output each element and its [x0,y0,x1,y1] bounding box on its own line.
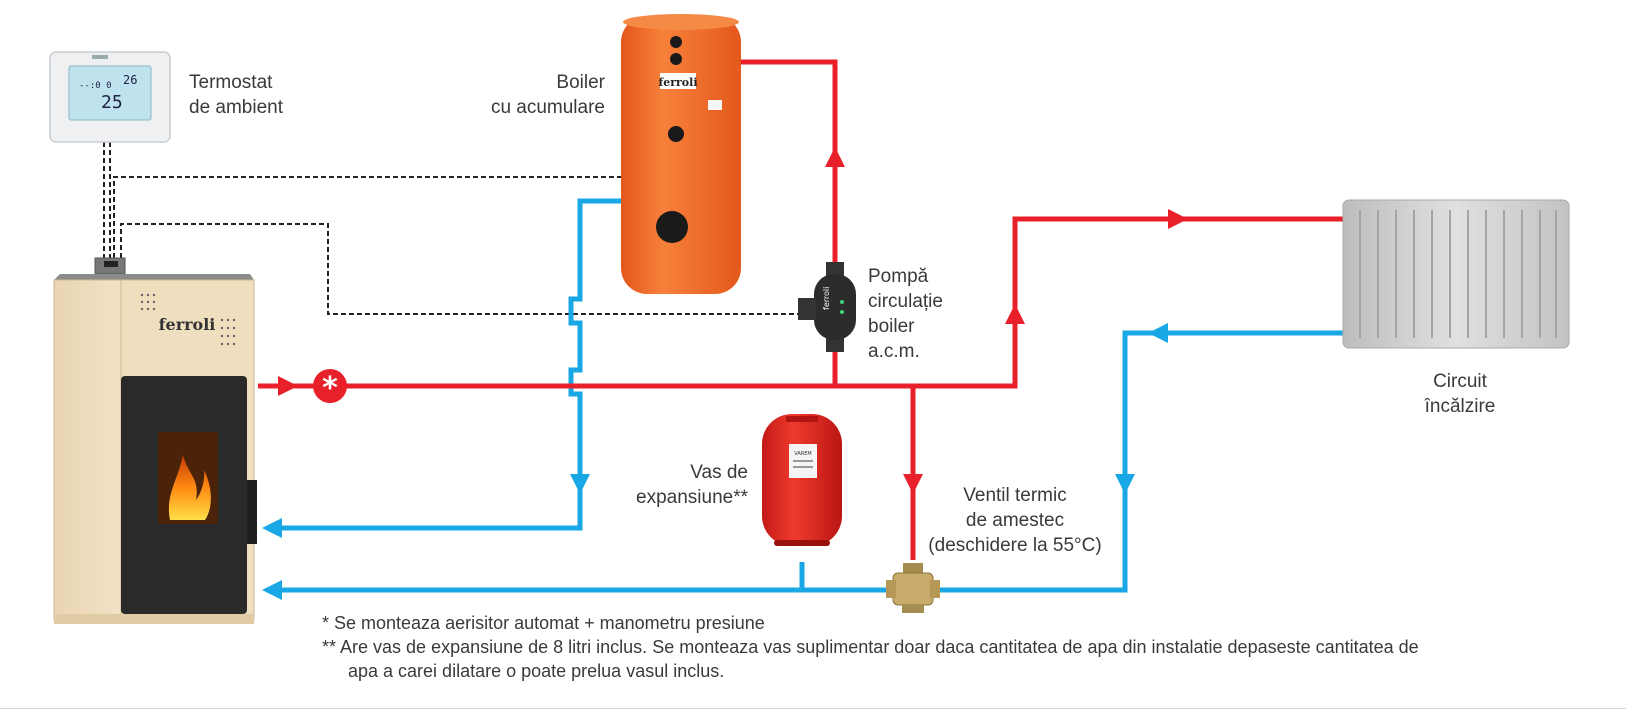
svg-text:ferroli: ferroli [822,287,831,310]
arrow-hot-right-radiator [1168,209,1188,229]
label-boiler: Boiler cu acumulare [440,70,605,120]
label-circuit-line2: încălzire [1424,396,1496,417]
footnotes: * Se monteaza aerisitor automat + manome… [322,611,1582,683]
wire-pump [120,223,800,315]
label-boiler-line2: cu acumulare [490,97,605,118]
pellet-stove: ferroli [53,257,257,624]
svg-text:--:0 0: --:0 0 [79,81,112,91]
label-pump-line2: circulație [868,291,943,312]
circulation-pump: ferroli [798,262,856,352]
flame-icon [168,455,211,520]
label-circuit: Circuit încălzire [1400,369,1520,419]
cold-pipes [266,198,1343,593]
footnote-2-cont: apa a carei dilatare o poate prelua vasu… [348,661,725,681]
svg-text:ferroli: ferroli [159,315,216,334]
label-pump-line1: Pompă [868,266,929,287]
radiator [1342,199,1570,349]
label-pump-line3: boiler [868,316,915,337]
boiler-tank: ferroli [621,14,741,294]
label-circuit-line1: Circuit [1433,371,1487,392]
footnote-2: ** Are vas de expansiune de 8 litri incl… [322,637,1419,657]
label-expansion: Vas de expansiune** [598,460,748,510]
mixing-valve [886,563,940,613]
label-expansion-line1: Vas de [690,462,748,483]
arrow-cold-down-1 [570,474,590,494]
label-thermostat-line1: Termostat [189,72,273,93]
control-wires [103,142,800,315]
label-thermostat-line2: de ambient [189,97,284,118]
label-valve: Ventil termic de amestec (deschidere la … [920,483,1110,558]
label-thermostat: Termostat de ambient [189,70,283,120]
air-vent-marker: * [313,369,347,406]
arrow-cold-left-radiator [1148,323,1168,343]
svg-text:ferroli: ferroli [658,76,697,89]
arrow-hot-right-stove [278,376,298,396]
label-valve-line3: (deschidere la 55°C) [928,535,1102,556]
arrow-hot-up-boiler [825,147,845,167]
expansion-tank: VAREM [762,414,842,546]
label-valve-line2: de amestec [965,510,1065,531]
arrow-hot-up-supply [1005,304,1025,324]
svg-text:VAREM: VAREM [794,451,811,457]
label-expansion-line2: expansiune** [636,487,748,508]
cold-pipe-radiator-return [266,330,1343,593]
arrow-cold-left-stove-1 [262,518,282,538]
label-pump: Pompă circulație boiler a.c.m. [868,264,943,364]
svg-text:26: 26 [123,73,137,87]
label-valve-line1: Ventil termic [963,485,1067,506]
hot-pipe-boiler [740,59,838,386]
arrow-cold-left-stove-2 [262,580,282,600]
label-pump-line4: a.c.m. [868,341,920,362]
footnote-1: * Se monteaza aerisitor automat + manome… [322,613,765,633]
thermostat: --:0 0 26 25 [49,51,171,143]
hot-arrows [278,147,1188,494]
arrow-cold-down-2 [1115,474,1135,494]
cold-pipe-boiler-return [268,198,622,531]
bottom-divider [0,708,1626,709]
arrow-hot-down-mixing [903,474,923,494]
wire-boiler [113,176,621,258]
cold-arrows [262,323,1168,600]
svg-text:*: * [322,371,338,406]
label-boiler-line1: Boiler [556,72,605,93]
svg-text:25: 25 [101,92,123,113]
